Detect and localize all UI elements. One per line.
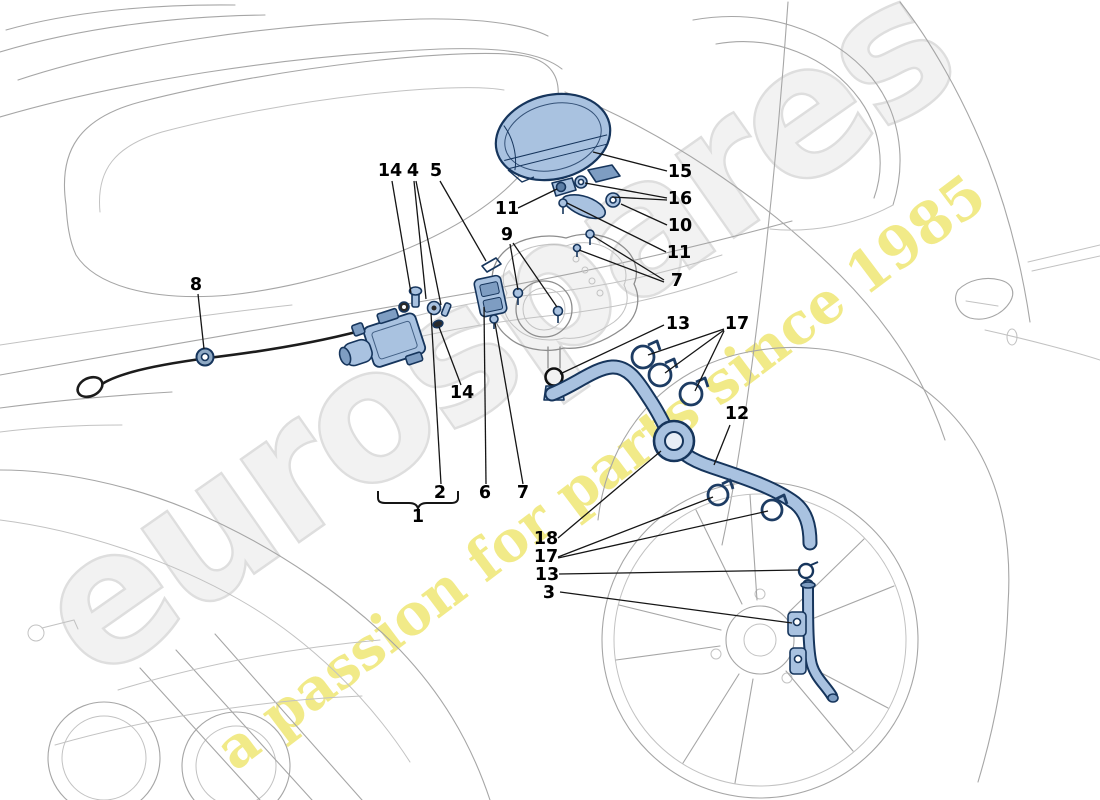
leader-line-7a [578,249,665,283]
wheel-arch-outline [597,346,1010,606]
flap-hinge-assembly [551,164,621,257]
tail-lamp-right-outline [181,711,291,800]
flap-release-switch [473,274,508,318]
callout-14a: 14 [378,161,402,181]
drain-pipe [787,579,839,703]
leader-line-3 [559,591,793,624]
leader-line-14a [391,180,412,294]
cable-pull-loop [76,375,104,399]
callout-11b: 11 [667,243,691,263]
hose-clamps [630,339,789,522]
leader-line-15 [592,151,668,172]
callout-12: 12 [725,404,749,424]
callout-4: 4 [407,161,419,181]
leader-line-17b [557,510,769,559]
hose-clamp [630,339,662,370]
leader-line-7a [592,235,665,281]
leader-line-10 [620,203,668,226]
cable-grommet [195,347,215,367]
callout-14b: 14 [450,383,474,403]
wheel-outline [601,481,919,799]
pipe-clamp [797,561,819,580]
callout-17a: 17 [725,314,749,334]
leader-line-14b [438,326,462,386]
leader-line-17b [557,496,714,558]
fuel-filler-flap [494,92,612,182]
hose-clamp [760,493,789,522]
leader-line-9 [509,243,519,291]
filler-neck-opening [515,280,573,338]
leader-line-5 [439,180,487,262]
hinge-pin [555,181,567,193]
leader-line-17a [647,328,725,356]
hinge-bracket [587,164,621,183]
callout-13b: 13 [535,565,559,585]
leader-line-6 [483,306,487,485]
callout-8: 8 [190,275,202,295]
callout-6: 6 [479,483,491,503]
callout-5: 5 [430,161,442,181]
tail-lamp-left-outline [47,701,161,800]
callout-1: 1 [412,507,424,527]
callout-3: 3 [543,583,555,603]
hinge-screw [585,229,595,245]
watermark-brand-text: eurospares [0,0,990,722]
pipe-bracket [789,647,807,675]
leader-line-11b [566,202,667,253]
callout-13a: 13 [666,314,690,334]
hose-clamp [678,376,710,407]
leader-line-16 [584,182,668,199]
leader-line-18 [557,450,662,539]
release-cable [76,329,361,399]
leader-line-4 [415,180,442,306]
cable-connector [351,322,366,337]
leader-line-9 [512,242,558,308]
leader-line-8 [197,293,205,350]
flap-hinge-tab [507,169,535,183]
drain-stub [547,346,561,369]
callout-16: 16 [668,189,692,209]
flap-release-actuator [338,307,427,368]
callout-10: 10 [668,216,692,236]
callout-18: 18 [534,529,558,549]
hose-grommet [652,419,696,463]
hinge-screw [572,243,582,257]
retaining-clip [481,257,502,273]
leader-line-11a [517,188,558,209]
leader-line-17a [694,330,725,392]
leader-line-12 [713,424,731,466]
leader-line-2 [430,312,442,485]
leader-line-13b [558,569,800,575]
callout-7b: 7 [517,483,529,503]
callout-17b: 17 [534,547,558,567]
mounting-hardware [398,286,452,329]
switch-screw [489,314,499,329]
housing-screw [552,305,564,323]
callout-11a: 11 [495,199,519,219]
callout-7a: 7 [671,271,683,291]
hose-clamp [706,478,735,507]
leader-line-7b [494,322,524,485]
door-mirror-outline [955,277,1014,320]
leader-line-13a [559,324,665,375]
leader-line-16 [611,196,668,201]
callout-9: 9 [501,225,513,245]
leader-lines [197,151,800,624]
leader-line-17a [664,329,725,374]
detail-parts [76,92,839,703]
leader-line-4 [413,180,427,300]
assembly-brace [377,491,459,510]
bolt [440,302,452,317]
watermark-layer: eurospares [0,0,990,722]
callout-15: 15 [668,162,692,182]
housing-screw [512,287,524,305]
callout-2: 2 [434,483,446,503]
pipe-bracket [787,611,807,637]
